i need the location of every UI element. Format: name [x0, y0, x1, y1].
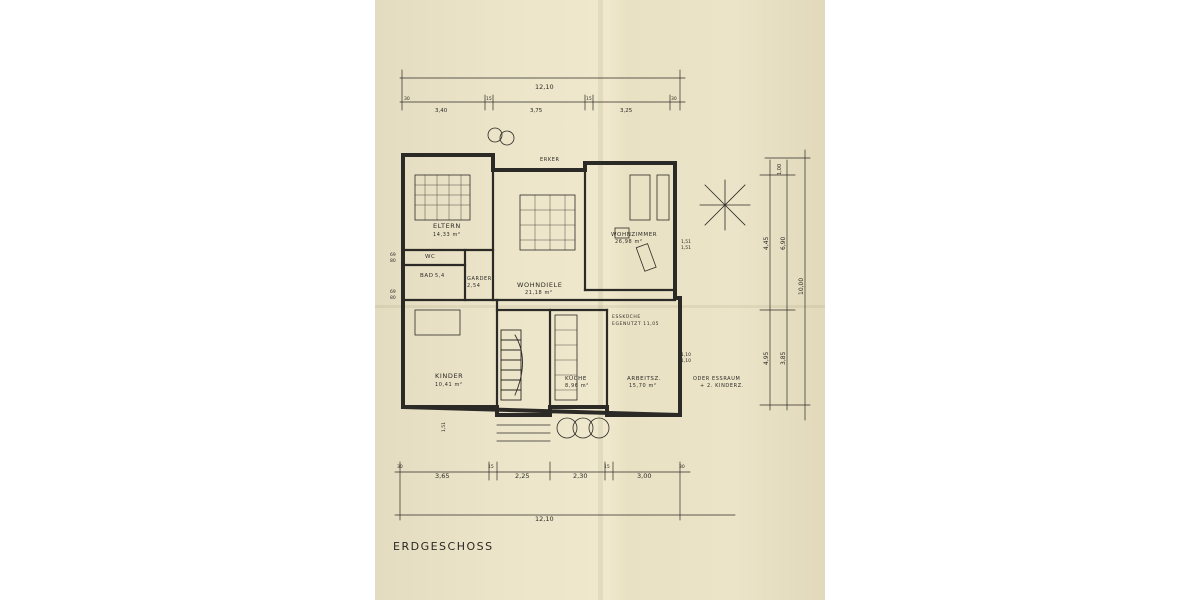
staircase [500, 329, 523, 401]
room-label-garderobe: GARDER. [467, 276, 494, 282]
room-area-esskueche: EGENUTZT 11,05 [612, 321, 659, 327]
wall-note-4: 1,10 [681, 358, 691, 364]
bottom-dim-1: 3,65 [435, 472, 449, 480]
left-height-1: 69 [390, 252, 396, 258]
bottom-small-2: 15 [488, 464, 494, 470]
top-total-dim: 12,10 [535, 83, 554, 91]
note-alternative-line2: + 2. KINDERZ. [700, 383, 744, 389]
note-alternative-line1: ODER ESSRAUM [693, 376, 740, 382]
top-small-3: 15 [586, 96, 592, 102]
room-area-arbeitsz: 15,70 m² [629, 383, 657, 389]
top-dimension-chain [399, 69, 686, 111]
sheet-title: ERDGESCHOSS [393, 540, 494, 553]
right-dim-1: 4,45 [763, 236, 770, 250]
bottom-dim-2: 2,25 [515, 472, 529, 480]
right-total-dim: 10,00 [798, 278, 805, 295]
blueprint-sheet: ELTERN 14,33 m² WOHNDIELE 21,18 m² WOHNZ… [375, 0, 825, 600]
right-small-dim: 1,00 [777, 164, 783, 175]
room-area-kinder: 10,41 m² [435, 382, 463, 388]
room-area-bad: 5,4 [435, 273, 445, 279]
room-area-garderobe: 2,54 [467, 283, 481, 289]
room-label-kueche: KÜCHE [565, 375, 587, 382]
room-area-wohnzimmer: 26,98 m² [615, 239, 643, 245]
exterior-walls [401, 153, 682, 417]
bottom-dim-4: 3,00 [637, 472, 651, 480]
floor-plan-drawing: ELTERN 14,33 m² WOHNDIELE 21,18 m² WOHNZ… [390, 69, 811, 523]
room-label-erker: ERKER [540, 157, 560, 163]
paper-fold-horizontal [375, 305, 825, 308]
bottom-total-dim: 12,10 [535, 515, 554, 523]
wall-note-5: 1,51 [441, 422, 447, 432]
right-inner-dim-2: 3,85 [780, 351, 787, 365]
room-label-wc: WC [425, 254, 435, 260]
wall-note-3: 1,10 [681, 352, 691, 358]
right-dimension-chain [759, 149, 811, 421]
bottom-small-1: 30 [397, 464, 403, 470]
room-label-wohndiele: WOHNDIELE [517, 281, 562, 289]
hatching [414, 174, 578, 391]
bottom-small-3: 15 [604, 464, 610, 470]
room-label-bad: BAD [420, 273, 434, 279]
entrance-steps [496, 424, 551, 442]
room-area-eltern: 14,33 m² [433, 232, 461, 238]
right-inner-dim-1: 6,90 [780, 236, 787, 250]
interior-walls [401, 168, 677, 409]
left-height-2: 80 [390, 258, 396, 264]
left-height-3: 69 [390, 289, 396, 295]
room-area-wohndiele: 21,18 m² [525, 290, 553, 296]
left-height-4: 80 [390, 295, 396, 301]
top-small-1: 30 [404, 96, 410, 102]
room-labels: ELTERN 14,33 m² WOHNDIELE 21,18 m² WOHNZ… [420, 157, 744, 389]
room-label-esskueche: ESSKÜCHE [612, 313, 641, 320]
top-small-2: 15 [486, 96, 492, 102]
furniture [414, 127, 751, 439]
dimension-labels: 12,10 3,40 3,75 3,25 30 15 15 30 3,65 2,… [390, 83, 805, 523]
bottom-small-4: 30 [679, 464, 685, 470]
top-dim-3: 3,25 [620, 108, 633, 114]
bottom-dimension-chain [394, 461, 736, 521]
room-label-wohnzimmer: WOHNZIMMER [611, 232, 657, 238]
wall-note-2: 1,51 [681, 245, 691, 251]
top-small-4: 30 [671, 96, 677, 102]
wall-note-1: 1,51 [681, 239, 691, 245]
top-dim-2: 3,75 [530, 108, 543, 114]
room-label-eltern: ELTERN [433, 222, 461, 230]
right-dim-2: 4,95 [763, 351, 770, 365]
top-dim-1: 3,40 [435, 108, 448, 114]
bottom-dim-3: 2,30 [573, 472, 587, 480]
room-label-kinder: KINDER [435, 372, 463, 380]
room-label-arbeitsz: ARBEITSZ. [627, 376, 661, 382]
room-area-kueche: 8,96 m² [565, 383, 589, 389]
